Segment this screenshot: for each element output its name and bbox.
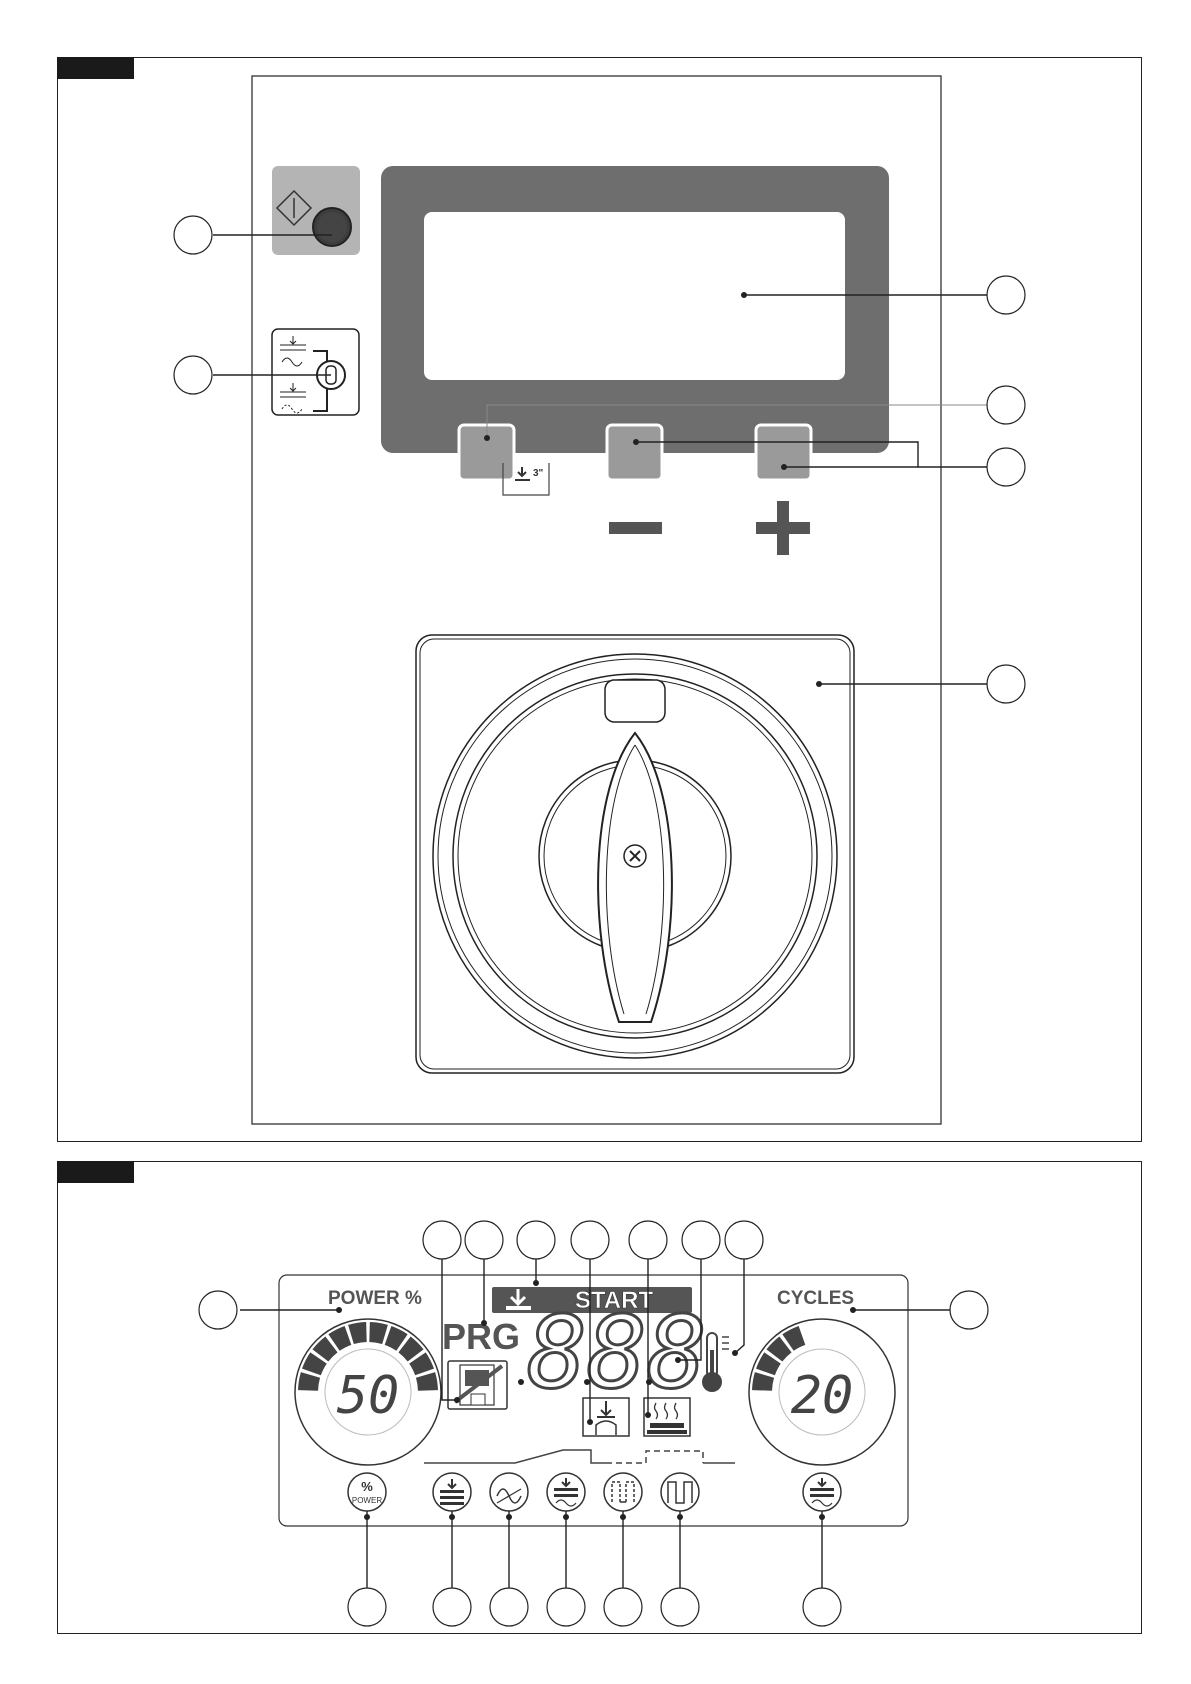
- power-button[interactable]: % POWER: [348, 1473, 386, 1511]
- pulse-dashed-icon[interactable]: [604, 1473, 642, 1511]
- cycles-dial: 20: [749, 1319, 895, 1465]
- callout-circle: [490, 1588, 528, 1626]
- start-button[interactable]: [272, 166, 360, 255]
- cycles-label: CYCLES: [777, 1288, 854, 1309]
- lcd-digits: 888: [527, 1294, 707, 1411]
- callout-circle: [682, 1221, 720, 1259]
- minus-symbol: [609, 522, 662, 534]
- mode-selector-switch[interactable]: [272, 329, 359, 415]
- callout-circle: [629, 1221, 667, 1259]
- callout-circle: [199, 1291, 237, 1329]
- figure-1-drawing: 3": [0, 0, 1191, 1160]
- pulse-icon[interactable]: [661, 1473, 699, 1511]
- power-button-bottom: POWER: [352, 1496, 382, 1505]
- main-rotary-switch[interactable]: [416, 635, 854, 1073]
- weld-with-ramp-icon[interactable]: [803, 1473, 841, 1511]
- callout-circle: [571, 1221, 609, 1259]
- display-screen: [424, 212, 845, 380]
- callout-circle: [433, 1588, 471, 1626]
- start-hold-label: 3": [533, 468, 544, 479]
- callout-circle: [950, 1291, 988, 1329]
- callout-circle: [174, 356, 212, 394]
- power-value: 50: [337, 1366, 400, 1426]
- callout-circle: [423, 1221, 461, 1259]
- callout-circle: [803, 1588, 841, 1626]
- minus-button[interactable]: [607, 425, 662, 480]
- heating-icon: [644, 1398, 690, 1436]
- prg-label: PRG: [442, 1316, 520, 1357]
- callout-circle: [517, 1221, 555, 1259]
- callout-circle: [348, 1588, 386, 1626]
- callout-circle: [661, 1588, 699, 1626]
- callout-circle: [987, 276, 1025, 314]
- callout-circle: [987, 448, 1025, 486]
- power-dial: 50: [295, 1319, 441, 1465]
- ramp-icon[interactable]: [490, 1473, 528, 1511]
- figure-2-drawing: POWER % 50 CYCLES 20 START PRG 888: [0, 1160, 1191, 1684]
- power-button-top: %: [361, 1479, 373, 1494]
- weld-clamp-icon[interactable]: [433, 1473, 471, 1511]
- callout-circle: [987, 386, 1025, 424]
- callout-circle: [987, 665, 1025, 703]
- callout-circle: [174, 216, 212, 254]
- power-label: POWER %: [328, 1288, 422, 1309]
- cycles-value: 20: [791, 1366, 854, 1426]
- callout-circle: [465, 1221, 503, 1259]
- callout-circle: [725, 1221, 763, 1259]
- plus-button[interactable]: [756, 425, 811, 480]
- weld-ramp-icon[interactable]: [547, 1473, 585, 1511]
- callout-circle: [547, 1588, 585, 1626]
- callout-circle: [604, 1588, 642, 1626]
